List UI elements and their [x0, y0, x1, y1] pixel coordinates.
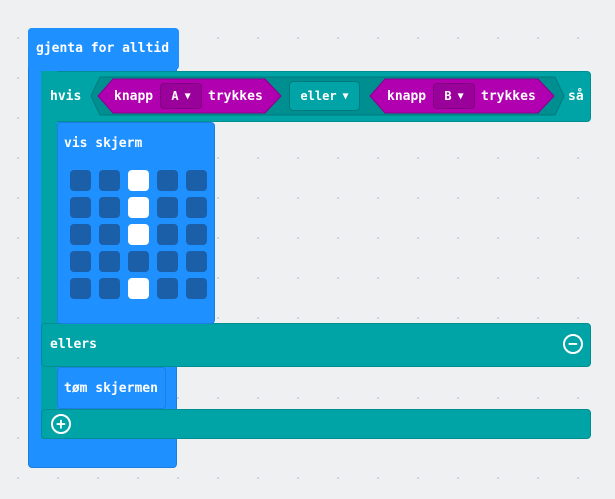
- led-1-2[interactable]: [128, 197, 149, 218]
- then-label: så: [568, 89, 584, 104]
- led-3-0[interactable]: [70, 251, 91, 272]
- add-branch-icon[interactable]: +: [51, 414, 71, 434]
- condition-right-prefix: knapp: [387, 89, 427, 104]
- remove-else-icon[interactable]: −: [563, 334, 583, 354]
- condition-left-prefix: knapp: [114, 89, 154, 104]
- led-3-1[interactable]: [99, 251, 120, 272]
- led-2-1[interactable]: [99, 224, 120, 245]
- button-b-value: B: [444, 89, 452, 103]
- led-1-4[interactable]: [186, 197, 207, 218]
- else-label: ellers: [50, 337, 97, 352]
- condition-left-suffix: trykkes: [208, 89, 263, 104]
- forever-block-header-ext: [28, 28, 179, 70]
- led-2-4[interactable]: [186, 224, 207, 245]
- led-3-3[interactable]: [157, 251, 178, 272]
- led-2-2[interactable]: [128, 224, 149, 245]
- if-else-row[interactable]: [41, 323, 591, 367]
- operator-dropdown[interactable]: eller ▼: [289, 81, 360, 111]
- led-matrix: [70, 170, 210, 302]
- button-a-dropdown[interactable]: A ▼: [160, 83, 202, 109]
- led-0-1[interactable]: [99, 170, 120, 191]
- operator-value: eller: [300, 89, 337, 103]
- led-4-0[interactable]: [70, 278, 91, 299]
- led-4-3[interactable]: [157, 278, 178, 299]
- led-1-1[interactable]: [99, 197, 120, 218]
- led-2-0[interactable]: [70, 224, 91, 245]
- clear-screen-label: tøm skjermen: [64, 381, 158, 396]
- led-4-2[interactable]: [128, 278, 149, 299]
- if-block-spine: [41, 71, 57, 439]
- led-4-4[interactable]: [186, 278, 207, 299]
- forever-label: gjenta for alltid: [36, 41, 170, 56]
- led-1-0[interactable]: [70, 197, 91, 218]
- condition-right-suffix: trykkes: [481, 89, 536, 104]
- chevron-down-icon: ▼: [457, 90, 464, 102]
- led-2-3[interactable]: [157, 224, 178, 245]
- led-0-3[interactable]: [157, 170, 178, 191]
- led-3-4[interactable]: [186, 251, 207, 272]
- chevron-down-icon: ▼: [342, 90, 349, 102]
- show-screen-label: vis skjerm: [64, 136, 143, 151]
- if-block-footer[interactable]: [41, 409, 591, 439]
- chevron-down-icon: ▼: [184, 90, 191, 102]
- led-0-0[interactable]: [70, 170, 91, 191]
- led-1-3[interactable]: [157, 197, 178, 218]
- button-b-dropdown[interactable]: B ▼: [433, 83, 475, 109]
- led-3-2[interactable]: [128, 251, 149, 272]
- led-4-1[interactable]: [99, 278, 120, 299]
- led-0-4[interactable]: [186, 170, 207, 191]
- led-0-2[interactable]: [128, 170, 149, 191]
- if-label: hvis: [50, 89, 82, 104]
- button-a-value: A: [171, 89, 179, 103]
- clear-screen-block[interactable]: [57, 367, 166, 409]
